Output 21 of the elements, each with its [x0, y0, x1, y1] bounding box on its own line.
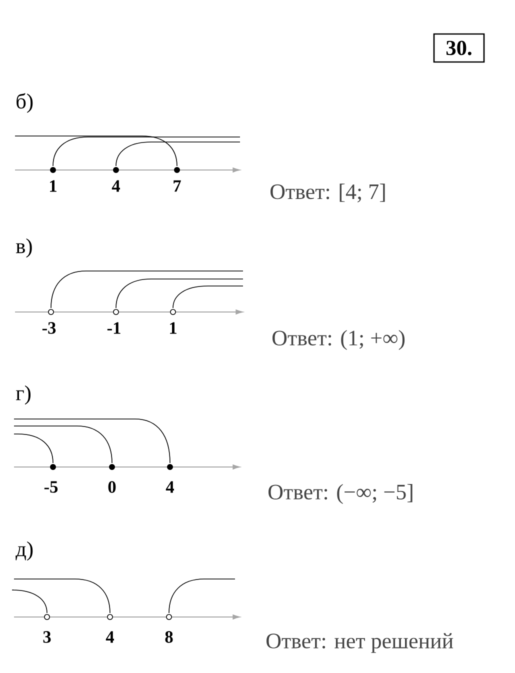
tick-label: -1: [107, 322, 120, 334]
tick-label: 4: [106, 631, 114, 643]
tick-label: 3: [43, 631, 51, 643]
part-label: г): [16, 385, 31, 405]
tick-label: -5: [44, 481, 58, 493]
tick-label: 1: [50, 180, 56, 192]
answer-text: Ответ: [4; 7]: [270, 184, 385, 202]
part-label: в): [16, 238, 32, 258]
part-label: д): [16, 541, 33, 561]
tick-label: 8: [165, 631, 173, 643]
problem-number-box: 30.: [433, 33, 485, 63]
tick-label: -3: [42, 322, 56, 334]
tick-label: 1: [170, 322, 176, 334]
tick-label: 4: [166, 481, 174, 493]
answer-text: Ответ: нет решений: [266, 633, 454, 653]
tick-label: 0: [108, 481, 116, 493]
answer-text: Ответ: (1; +∞): [272, 330, 405, 350]
answer-text: Ответ: (−∞; −5]: [268, 484, 412, 504]
tick-label: 4: [112, 180, 120, 192]
part-label: б): [16, 93, 33, 113]
tick-label: 7: [174, 180, 181, 192]
